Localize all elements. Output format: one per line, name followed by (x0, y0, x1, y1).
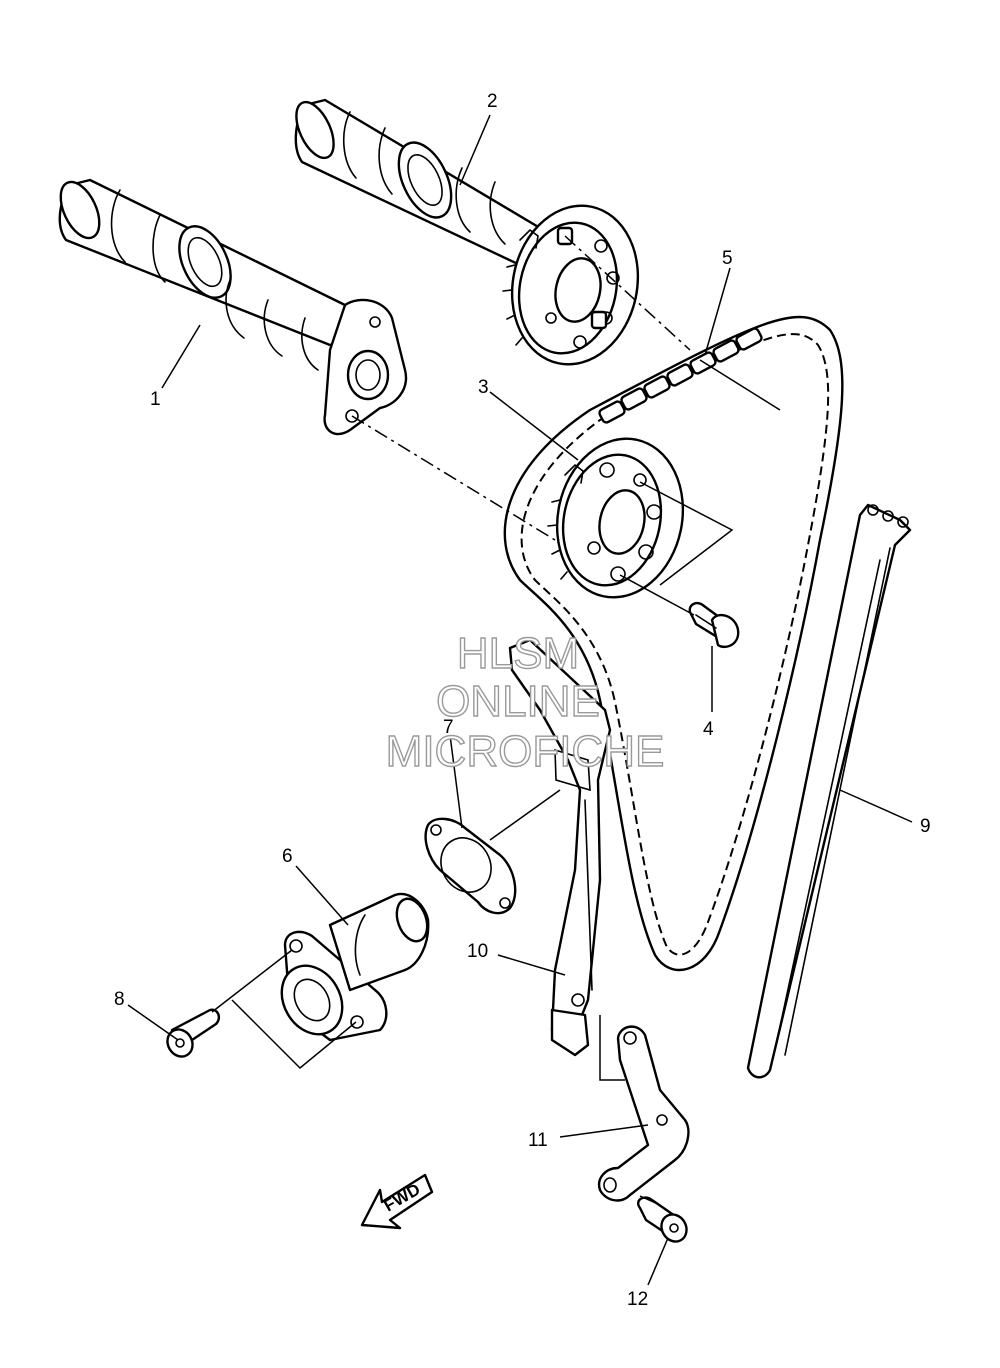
assembly-lines (211, 235, 781, 1206)
callout-5: 5 (722, 248, 733, 269)
watermark-line-3: MICROFICHE (386, 727, 665, 776)
leader-lines (127, 114, 913, 1286)
camshaft-1[interactable] (53, 176, 350, 371)
tensioner-guide-10[interactable] (508, 638, 612, 1057)
callout-1: 1 (150, 389, 161, 410)
callout-7: 7 (443, 717, 454, 738)
bolt-4[interactable] (688, 601, 740, 649)
camshaft-2[interactable] (289, 96, 543, 267)
timing-chain[interactable] (503, 315, 844, 972)
gasket-7[interactable] (424, 817, 517, 915)
callout-6: 6 (282, 846, 293, 867)
cam-end-plate[interactable] (323, 298, 408, 436)
stopper-bracket-11[interactable] (597, 1025, 690, 1202)
callout-labels: 1 2 3 4 5 6 7 8 9 10 11 12 (114, 91, 931, 1310)
fwd-direction-arrow: FWD (360, 1173, 434, 1230)
callout-2: 2 (487, 91, 498, 112)
callout-10: 10 (467, 941, 488, 962)
watermark-line-2: ONLINE (436, 677, 600, 726)
watermark: HLSM ONLINE MICROFICHE (385, 628, 665, 776)
bolt-12[interactable] (637, 1196, 691, 1247)
exhaust-cam-sprocket[interactable] (498, 194, 653, 376)
callout-9: 9 (920, 816, 931, 837)
chain-guide-9[interactable] (746, 503, 912, 1079)
callout-11: 11 (528, 1130, 548, 1151)
callout-4: 4 (703, 719, 714, 740)
tensioner-assembly-6[interactable] (270, 892, 433, 1045)
callout-8: 8 (114, 989, 125, 1010)
callout-3: 3 (478, 377, 489, 398)
intake-cam-sprocket[interactable] (543, 427, 698, 609)
watermark-line-1: HLSM (457, 629, 579, 678)
callout-12: 12 (627, 1289, 648, 1310)
chain-links-detail (598, 327, 763, 424)
